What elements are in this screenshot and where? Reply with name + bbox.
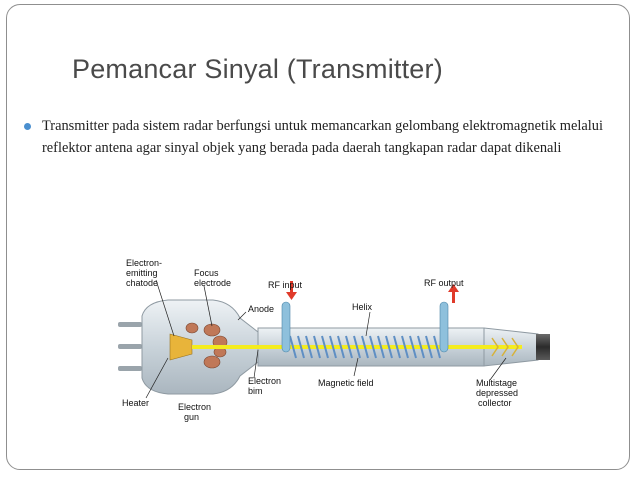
- label-electron-bim-1: Electron: [248, 376, 281, 386]
- label-electron-emitting-1: Electron-: [126, 258, 162, 268]
- collector-stages: [491, 337, 519, 357]
- label-anode: Anode: [248, 304, 274, 314]
- label-electron-gun-2: gun: [184, 412, 199, 422]
- collector-end: [536, 334, 550, 360]
- heater-pins: [118, 322, 142, 371]
- label-electron-emitting-3: chatode: [126, 278, 158, 288]
- slide-title: Pemancar Sinyal (Transmitter): [72, 54, 443, 84]
- slide-frame: [6, 4, 630, 470]
- label-collector-2: depressed: [476, 388, 518, 398]
- rf-input-coupler: [281, 301, 291, 353]
- label-focus-2: electrode: [194, 278, 231, 288]
- label-focus-1: Focus: [194, 268, 219, 278]
- label-rf-output: RF output: [424, 278, 464, 288]
- rf-output-arrow-icon: [448, 284, 459, 303]
- label-electron-bim-2: bim: [248, 386, 263, 396]
- rf-input-arrow-icon: [286, 281, 297, 300]
- helix-coil: [289, 335, 441, 359]
- label-collector-3: collector: [478, 398, 512, 408]
- twt-diagram-svg: Electron- emitting chatode Focus electro…: [118, 258, 550, 422]
- label-collector-1: Multistage: [476, 378, 517, 388]
- bullet-dot-icon: [24, 123, 31, 130]
- label-electron-gun-1: Electron: [178, 402, 211, 412]
- label-heater: Heater: [122, 398, 149, 408]
- cathode: [169, 333, 193, 361]
- bullet-text: Transmitter pada sistem radar berfungsi …: [42, 118, 603, 156]
- twt-diagram: Electron- emitting chatode Focus electro…: [108, 250, 558, 425]
- label-magnetic-field: Magnetic field: [318, 378, 374, 388]
- label-helix: Helix: [352, 302, 373, 312]
- label-rf-input: RF input: [268, 280, 303, 290]
- rf-output-coupler: [439, 301, 449, 353]
- leader-lines: [145, 279, 507, 399]
- bullet-item: Transmitter pada sistem radar berfungsi …: [24, 116, 609, 159]
- label-electron-emitting-2: emitting: [126, 268, 158, 278]
